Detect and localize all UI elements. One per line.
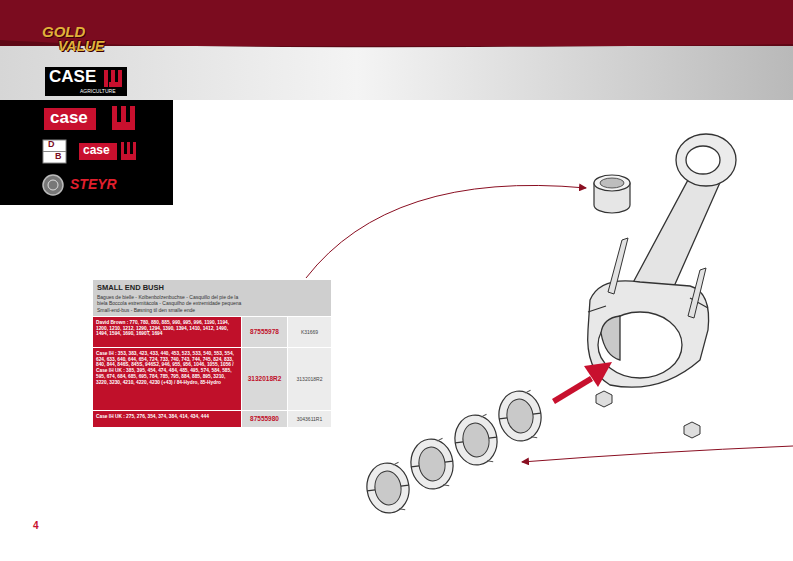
logo-box [45, 67, 127, 96]
parts-table: SMALL END BUSH Bagues de bielle - Kolbenb… [93, 280, 331, 427]
case-logo [79, 143, 117, 160]
brand-logo-text: B [55, 152, 62, 162]
reference-number: 3132018R2 [287, 348, 331, 410]
reference-number: 3043611R1 [287, 411, 331, 427]
part-number: 87555980 [241, 411, 287, 427]
brand-logo-text: D [48, 140, 55, 150]
page-number: 4 [33, 520, 39, 531]
table-header: SMALL END BUSH Bagues de bielle - Kolbenb… [93, 280, 331, 316]
brand-logo-text: CASE [49, 68, 96, 87]
brand-logo-text: case [50, 109, 88, 128]
brand-logo-text: VALUE [58, 39, 104, 54]
red-arrow [552, 362, 612, 404]
header-band [0, 0, 793, 46]
part-number: 3132018R2 [241, 348, 287, 410]
model-list: David Brown : 770, 780, 880, 885, 990, 9… [93, 317, 241, 347]
steyr-emblem-inner [48, 180, 58, 190]
model-list: Case IH : 353, 383, 423, 433, 440, 453, … [93, 348, 241, 410]
brand-logo-text: STEYR [70, 177, 117, 192]
small-end-bush [594, 175, 630, 213]
part-number: 87555978 [241, 317, 287, 347]
model-list: Case IH UK : 275, 276, 354, 374, 384, 41… [93, 411, 241, 427]
ih-symbol [121, 142, 136, 160]
band-curve [0, 40, 793, 47]
grey-band [0, 46, 793, 100]
brand-logo-text: case [83, 144, 110, 157]
table-subtitle: Bagues de bielle - Kolbenbolzenbuchse - … [97, 294, 247, 313]
rod-nut [596, 391, 700, 438]
reference-number: K31669 [287, 317, 331, 347]
brand-panel [0, 100, 173, 205]
table-row: Case IH UK : 275, 276, 354, 374, 384, 41… [93, 410, 331, 427]
connecting-rod [588, 134, 736, 387]
table-title: SMALL END BUSH [97, 283, 327, 292]
rod-bolt [608, 238, 706, 318]
db-logo-line [43, 151, 66, 152]
case-logo [44, 108, 96, 130]
leader-line [306, 185, 586, 278]
steyr-emblem [43, 175, 63, 195]
ih-symbol [104, 70, 122, 87]
table-row: David Brown : 770, 780, 880, 885, 990, 9… [93, 316, 331, 347]
leader-line [522, 446, 793, 462]
brand-logo-subtext: AGRICULTURE [80, 89, 115, 95]
db-logo [43, 140, 66, 163]
ih-symbol [112, 106, 135, 130]
bearing-shells [364, 388, 545, 515]
table-row: Case IH : 353, 383, 423, 433, 440, 453, … [93, 347, 331, 410]
